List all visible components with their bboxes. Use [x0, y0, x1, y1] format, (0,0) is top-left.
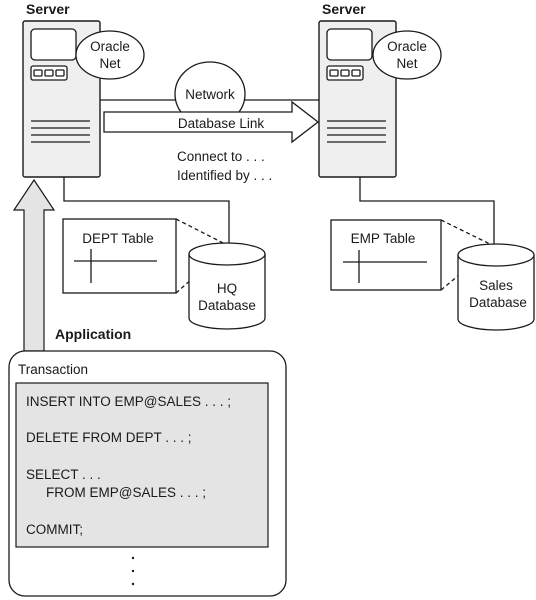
left-oracle-net-label-2: Net	[99, 56, 120, 71]
emp-table-dash-top	[440, 219, 495, 247]
identified-by-label: Identified by . . .	[177, 168, 272, 183]
sales-database-label-2: Database	[469, 295, 527, 310]
left-server-title: Server	[26, 1, 70, 17]
application-label: Application	[55, 326, 131, 342]
emp-table-box	[330, 219, 442, 291]
hq-database-label-1: HQ	[217, 281, 237, 296]
application-up-arrow	[12, 178, 56, 352]
right-server-light-3	[351, 69, 361, 77]
emp-table-label: EMP Table	[351, 231, 416, 246]
dept-table: DEPT Table	[62, 218, 230, 294]
dept-table-dash-top	[175, 218, 230, 247]
network-label: Network	[185, 87, 235, 102]
right-db-connector	[359, 177, 495, 245]
left-server-light-2	[44, 69, 54, 77]
left-server-light-3	[55, 69, 65, 77]
transaction-label: Transaction	[18, 362, 88, 377]
network-connection: Network Database Link Connect to . . . I…	[100, 61, 320, 183]
sales-database-top	[457, 243, 535, 267]
select-statement-line1: SELECT . . .	[26, 467, 101, 482]
right-server-light-1	[329, 69, 339, 77]
commit-statement: COMMIT;	[26, 522, 83, 537]
sales-database-label-1: Sales	[479, 278, 513, 293]
sales-database-body	[457, 255, 535, 331]
right-server-screen	[326, 28, 373, 61]
sales-database: Sales Database	[457, 243, 535, 331]
database-link-label: Database Link	[178, 116, 265, 131]
left-server: Server Oracle Net	[22, 1, 145, 178]
right-server-light-2	[340, 69, 350, 77]
dept-table-box	[62, 218, 177, 294]
continuation-dot-1	[131, 556, 135, 560]
hq-database-label-2: Database	[198, 298, 256, 313]
delete-statement: DELETE FROM DEPT . . . ;	[26, 430, 192, 445]
select-statement-line2: FROM EMP@SALES . . . ;	[46, 485, 206, 500]
transaction-panel	[15, 382, 269, 548]
application-box: Transaction INSERT INTO EMP@SALES . . . …	[8, 350, 287, 597]
insert-statement: INSERT INTO EMP@SALES . . . ;	[26, 394, 231, 409]
connect-to-label: Connect to . . .	[177, 149, 265, 164]
right-oracle-net-bubble	[372, 30, 442, 80]
continuation-dot-2	[131, 569, 135, 573]
dept-table-label: DEPT Table	[82, 231, 154, 246]
hq-database: HQ Database	[188, 242, 266, 330]
database-link-arrow	[103, 100, 320, 144]
right-oracle-net-label-1: Oracle	[387, 39, 427, 54]
right-server-title: Server	[322, 1, 366, 17]
left-server-screen	[30, 28, 77, 61]
continuation-dot-3	[131, 582, 135, 586]
left-db-connector	[63, 177, 230, 244]
left-oracle-net-bubble	[75, 30, 145, 80]
hq-database-top	[188, 242, 266, 266]
right-oracle-net-label-2: Net	[396, 56, 417, 71]
left-server-light-1	[33, 69, 43, 77]
hq-database-body	[188, 254, 266, 330]
right-server: Server Oracle Net	[318, 1, 442, 178]
left-oracle-net-label-1: Oracle	[90, 39, 130, 54]
